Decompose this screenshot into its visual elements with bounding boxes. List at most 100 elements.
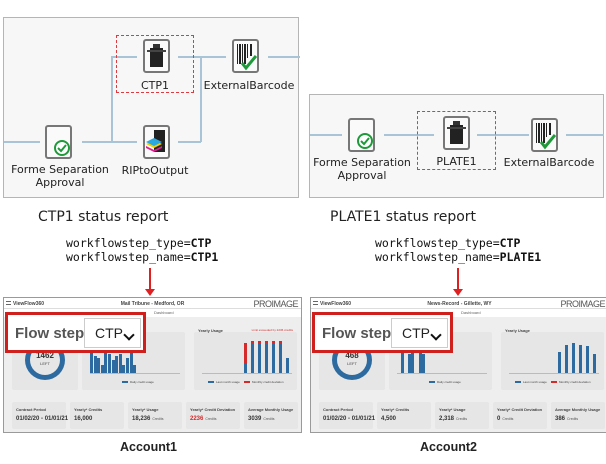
- account-label: Account2: [420, 440, 477, 454]
- yearly-deviation-bar: [251, 340, 254, 343]
- legend-swatch: [429, 381, 435, 383]
- legend-swatch: [208, 381, 214, 383]
- daily-bar: [93, 355, 97, 373]
- workflowstep-type-line: workflowstep_type=CTP: [375, 237, 520, 250]
- menu-icon[interactable]: [313, 301, 318, 305]
- stat-card: Yearly* Credits 16,000: [70, 402, 124, 429]
- stat-card: Yearly* Credits 4,500: [377, 402, 431, 429]
- rip-output-icon[interactable]: [143, 125, 170, 159]
- flow-connector: [566, 134, 604, 136]
- daily-chart: [397, 336, 487, 374]
- stat-number: 2236: [190, 416, 204, 422]
- stat-number: 0: [497, 416, 501, 422]
- stat-value: 4,500: [381, 416, 398, 422]
- node-label-riptooutput: RIPtoOutput: [121, 164, 189, 177]
- stat-unit: Credits: [456, 417, 468, 421]
- daily-bar: [97, 357, 101, 373]
- plate-setter-icon[interactable]: [143, 39, 170, 73]
- gauge-unit: LEFT: [40, 361, 50, 366]
- flow-connector: [178, 141, 201, 143]
- dashboard-title: News-Record - Gillette, WY: [427, 301, 492, 307]
- daily-chart: [90, 336, 180, 374]
- limit-note: Limit exceeded by 2236 credits: [251, 328, 293, 332]
- daily-bar: [422, 354, 426, 373]
- node-label-externalbarcode: ExternalBarcode: [203, 79, 295, 92]
- yearly-bar: [593, 354, 596, 373]
- chevron-down-icon: [123, 329, 135, 341]
- param-value: CTP: [190, 236, 212, 250]
- highlight-dashed-box: [417, 111, 496, 170]
- daily-legend: Daily credit usage: [437, 380, 461, 384]
- gauge-unit: LEFT: [347, 361, 357, 366]
- stat-label: Yearly* Usage: [132, 407, 159, 412]
- menu-icon[interactable]: [6, 301, 11, 305]
- red-arrow-icon: [145, 268, 155, 296]
- daily-bar: [126, 357, 129, 373]
- flow-connector: [200, 56, 202, 142]
- stat-label: Yearly* Credits: [74, 407, 103, 412]
- workflowstep-type-line: workflowstep_type=CTP: [66, 237, 211, 250]
- yearly-bar: [272, 342, 275, 373]
- barcode-check-icon[interactable]: [232, 39, 259, 73]
- yearly-deviation-bar: [258, 340, 261, 343]
- yearly-deviation-bar: [265, 340, 268, 343]
- yearly-bar: [251, 342, 254, 373]
- flow-connector: [4, 141, 40, 143]
- approval-check-icon[interactable]: [45, 125, 72, 159]
- flow-step-label: Flow step: [15, 325, 85, 342]
- stat-label: Yearly* Credits: [381, 407, 410, 412]
- proimage-logo: PROIMAGE: [560, 299, 605, 309]
- yearly-bar: [286, 357, 289, 373]
- barcode-check-icon[interactable]: [531, 118, 558, 152]
- flow-step-value: CTP: [402, 325, 430, 341]
- flow-connector: [268, 56, 300, 58]
- flow-connector: [310, 134, 342, 136]
- yearly-legend: Monthly credit deviation: [559, 380, 591, 384]
- daily-bar: [111, 359, 115, 373]
- yearly-bar: [244, 363, 247, 373]
- legend-swatch: [244, 381, 250, 383]
- flow-step-select[interactable]: CTP: [84, 318, 141, 348]
- dashboard-account2: ViewFlow360 News-Record - Gillette, WY PRO…: [310, 297, 606, 433]
- flow-step-select[interactable]: CTP: [391, 318, 448, 348]
- daily-bar: [411, 352, 415, 373]
- yearly-usage-card: Yearly Usage Limit exceeded by 2236 credi…: [194, 328, 297, 390]
- plate-setter-icon[interactable]: [443, 116, 470, 150]
- proimage-logo: PROIMAGE: [253, 299, 298, 309]
- daily-bar: [133, 365, 137, 373]
- legend-swatch: [122, 381, 128, 383]
- stat-number: 18,236: [132, 416, 151, 422]
- stat-label: Yearly* Credit Deviation: [497, 407, 543, 412]
- stat-number: 2,318: [439, 416, 455, 422]
- yearly-bar: [579, 344, 582, 373]
- app-name: ViewFlow360: [13, 301, 45, 307]
- workflowstep-name-line: workflowstep_name=PLATE1: [375, 251, 541, 264]
- yearly-chart: [202, 336, 292, 374]
- yearly-usage-title: Yearly Usage: [198, 328, 223, 333]
- stat-number: 01/02/20 - 01/01/21: [323, 416, 376, 422]
- stat-label: Yearly* Usage: [439, 407, 466, 412]
- yearly-bar: [258, 342, 261, 373]
- flow-connector: [384, 134, 434, 136]
- stat-number: 386: [555, 416, 566, 422]
- app-name: ViewFlow360: [320, 301, 352, 307]
- workflow-diagram-ctp1: Forme Separation Approval CTP1 RIPtoOutp…: [3, 17, 300, 198]
- workflowstep-name-line: workflowstep_name=CTP1: [66, 251, 218, 264]
- flow-step-value: CTP: [95, 325, 123, 341]
- stat-unit: Credits: [502, 417, 514, 421]
- stat-number: 16,000: [74, 416, 93, 422]
- approval-check-icon[interactable]: [348, 118, 375, 152]
- legend-swatch: [515, 381, 521, 383]
- param-key: workflowstep_name=: [66, 250, 191, 264]
- dashboard-subnav: Dashboard: [4, 309, 301, 317]
- stat-label: Average Monthly Usage: [248, 407, 294, 412]
